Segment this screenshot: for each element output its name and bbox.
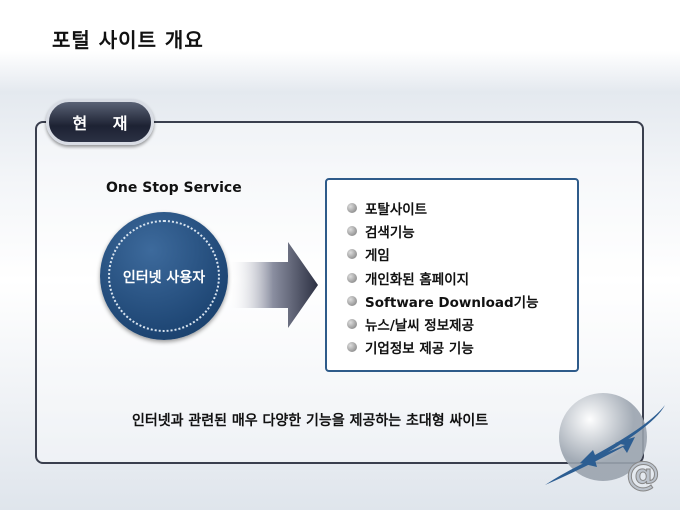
svg-text:@: @	[626, 454, 660, 494]
bullet-icon	[347, 202, 357, 213]
user-circle: 인터넷 사용자	[100, 212, 228, 340]
feature-item: 포탈사이트	[347, 196, 539, 219]
section-badge: 현 재	[46, 99, 154, 145]
bullet-icon	[347, 295, 357, 306]
feature-item: 개인화된 홈페이지	[347, 266, 539, 289]
slide-title: 포털 사이트 개요	[52, 28, 204, 52]
bullet-icon	[347, 249, 357, 260]
circle-label: 인터넷 사용자	[122, 270, 206, 286]
features-box: 포탈사이트 검색기능 게임 개인화된 홈페이지 Software Downloa…	[325, 178, 579, 372]
bullet-icon	[347, 272, 357, 283]
feature-item: 검색기능	[347, 219, 539, 242]
feature-item: 뉴스/날씨 정보제공	[347, 312, 539, 335]
arrow-right-icon	[228, 242, 318, 328]
globe-icon: @	[545, 393, 665, 495]
feature-item: 기업정보 제공 기능	[347, 336, 539, 359]
one-stop-label: One Stop Service	[106, 180, 242, 196]
bullet-icon	[347, 319, 357, 330]
bullet-icon	[347, 225, 357, 236]
feature-item: Software Download기능	[347, 289, 539, 312]
caption: 인터넷과 관련된 매우 다양한 기능을 제공하는 초대형 싸이트	[132, 413, 489, 429]
feature-item: 게임	[347, 243, 539, 266]
bullet-icon	[347, 342, 357, 353]
